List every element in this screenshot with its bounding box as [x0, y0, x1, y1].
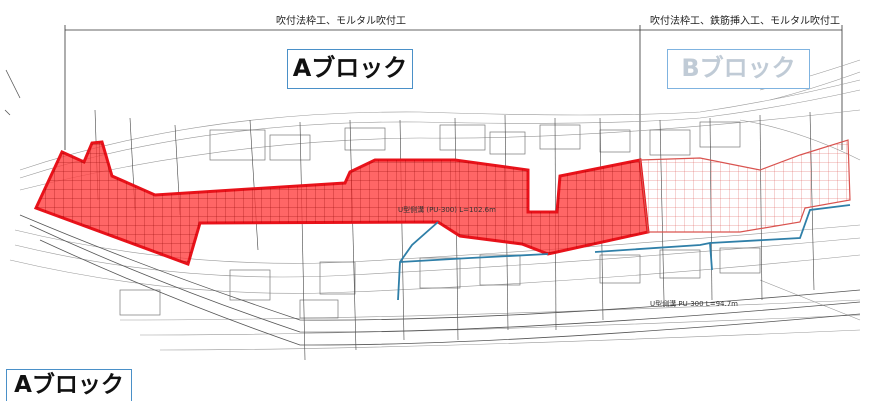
block-b-slope-area — [639, 139, 851, 233]
sketch-marks — [4, 69, 21, 116]
b-section-method-label: 吹付法枠工、鉄筋挿入工、モルタル吹付工 — [650, 16, 840, 27]
ditch-upper-annotation: U型側溝 (PU-300) L=102.6m — [398, 205, 496, 214]
drainage-channels — [397, 204, 851, 301]
survey-lines — [94, 109, 815, 361]
road-lines — [19, 214, 861, 346]
building-outlines — [119, 121, 761, 319]
block-a-title: Aブロック — [287, 49, 413, 89]
ditch-lower-annotation: U型側溝 PU-300 L=94.7m — [650, 299, 738, 308]
block-b-title: Bブロック — [667, 49, 810, 89]
dimension-lines — [64, 25, 843, 160]
block-a-corner-label: Aブロック — [6, 369, 132, 401]
a-section-method-label: 吹付法枠工、モルタル吹付工 — [276, 16, 406, 27]
